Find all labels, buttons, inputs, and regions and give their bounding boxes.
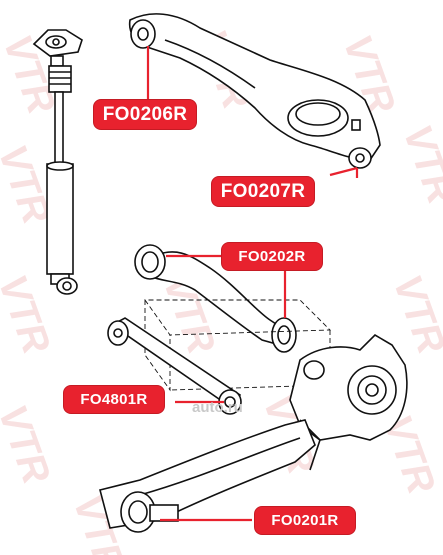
hub-knuckle — [289, 333, 408, 471]
svg-text:VTR: VTR — [0, 269, 58, 359]
svg-text:VTR: VTR — [0, 399, 58, 489]
upper-control-arm — [128, 13, 381, 169]
auto-ru-watermark: auto.ru — [192, 399, 243, 416]
curved-trailing-arm — [134, 244, 297, 353]
label-fo0201r[interactable]: FO0201R — [255, 507, 355, 534]
label-fo0206r[interactable]: FO0206R — [94, 100, 196, 129]
label-fo0202r[interactable]: FO0202R — [222, 243, 322, 270]
shock-absorber — [32, 29, 83, 295]
lower-control-arm — [99, 419, 316, 533]
svg-text:VTR: VTR — [395, 119, 443, 209]
label-fo4801r[interactable]: FO4801R — [64, 386, 164, 413]
leader-lines — [146, 46, 359, 522]
straight-lateral-link — [107, 317, 242, 415]
label-fo0207r[interactable]: FO0207R — [212, 177, 314, 206]
